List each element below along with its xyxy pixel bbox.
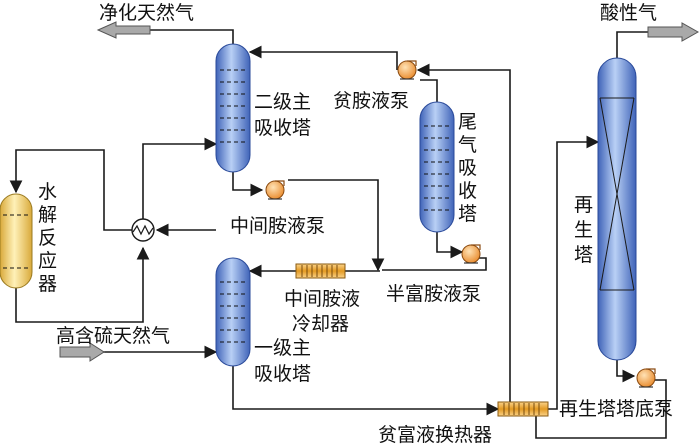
intermediate-amine-pump-icon	[265, 180, 285, 200]
tail-gas-absorber-label-char1: 尾	[458, 111, 477, 133]
secondary-absorber-label: 二级主 吸收塔	[254, 91, 311, 139]
semi-rich-amine-pump-icon	[461, 244, 481, 264]
lean-rich-exchanger-label: 贫富液换热器	[378, 424, 492, 446]
tail-gas-absorber-label: 尾 气 吸 收 塔	[458, 111, 477, 225]
tail-gas-absorber-label-char5: 塔	[458, 203, 477, 225]
regenerator-label-char1: 再	[574, 194, 593, 216]
hydrolysis-reactor-label: 水 解 反 应 器	[38, 181, 57, 295]
intermediate-amine-pump-label: 中间胺液泵	[230, 215, 325, 237]
flow-lines	[9, 29, 667, 439]
intermediate-amine-cooler-icon	[295, 263, 346, 279]
regenerator-bottom-pump-label: 再生塔塔底泵	[559, 398, 673, 420]
hydrolysis-reactor-label-char4: 应	[38, 250, 57, 272]
regenerator-label: 再 生 塔	[574, 194, 593, 266]
hydrolysis-reactor-label-char1: 水	[38, 181, 57, 203]
semi-rich-amine-pump-label: 半富胺液泵	[386, 283, 481, 305]
gas-heat-exchanger-icon	[131, 218, 155, 242]
intermediate-amine-cooler-label-line2: 冷却器	[292, 313, 349, 335]
intermediate-amine-cooler-label-line1: 中间胺液	[284, 288, 360, 310]
lean-rich-exchanger-icon	[497, 401, 549, 417]
regenerator-column	[597, 57, 637, 361]
purified-gas-arrow	[96, 21, 151, 39]
primary-absorber-column	[215, 257, 251, 367]
acid-gas-arrow	[647, 22, 700, 42]
primary-absorber-label-line2: 吸收塔	[254, 363, 311, 385]
lean-amine-pump-label: 贫胺液泵	[333, 90, 409, 112]
hydrolysis-reactor-vessel	[0, 193, 33, 289]
regenerator-label-char3: 塔	[574, 244, 593, 266]
regenerator-label-char2: 生	[574, 219, 593, 241]
primary-absorber-label-line1: 一级主	[254, 337, 311, 359]
tail-gas-absorber-column	[419, 101, 455, 233]
secondary-absorber-label-line1: 二级主	[254, 91, 311, 113]
hydrolysis-reactor-label-char2: 解	[38, 204, 57, 226]
primary-absorber-label: 一级主 吸收塔	[254, 337, 311, 385]
tail-gas-absorber-label-char2: 气	[458, 134, 477, 156]
hydrolysis-reactor-label-char5: 器	[38, 273, 57, 295]
tail-gas-absorber-label-char3: 吸	[458, 157, 477, 179]
intermediate-amine-cooler-label: 中间胺液 冷却器	[284, 288, 360, 335]
high-sulfur-gas-arrow	[59, 342, 105, 362]
secondary-absorber-column	[215, 43, 251, 173]
purified-gas-label: 净化天然气	[99, 2, 194, 24]
hydrolysis-reactor-label-char3: 反	[38, 227, 57, 249]
high-sulfur-gas-label: 高含硫天然气	[56, 325, 170, 347]
regenerator-bottom-pump-icon	[636, 368, 656, 388]
acid-gas-label: 酸性气	[600, 2, 657, 24]
lean-amine-pump-icon	[397, 60, 417, 80]
tail-gas-absorber-label-char4: 收	[458, 180, 477, 202]
secondary-absorber-label-line2: 吸收塔	[254, 117, 311, 139]
